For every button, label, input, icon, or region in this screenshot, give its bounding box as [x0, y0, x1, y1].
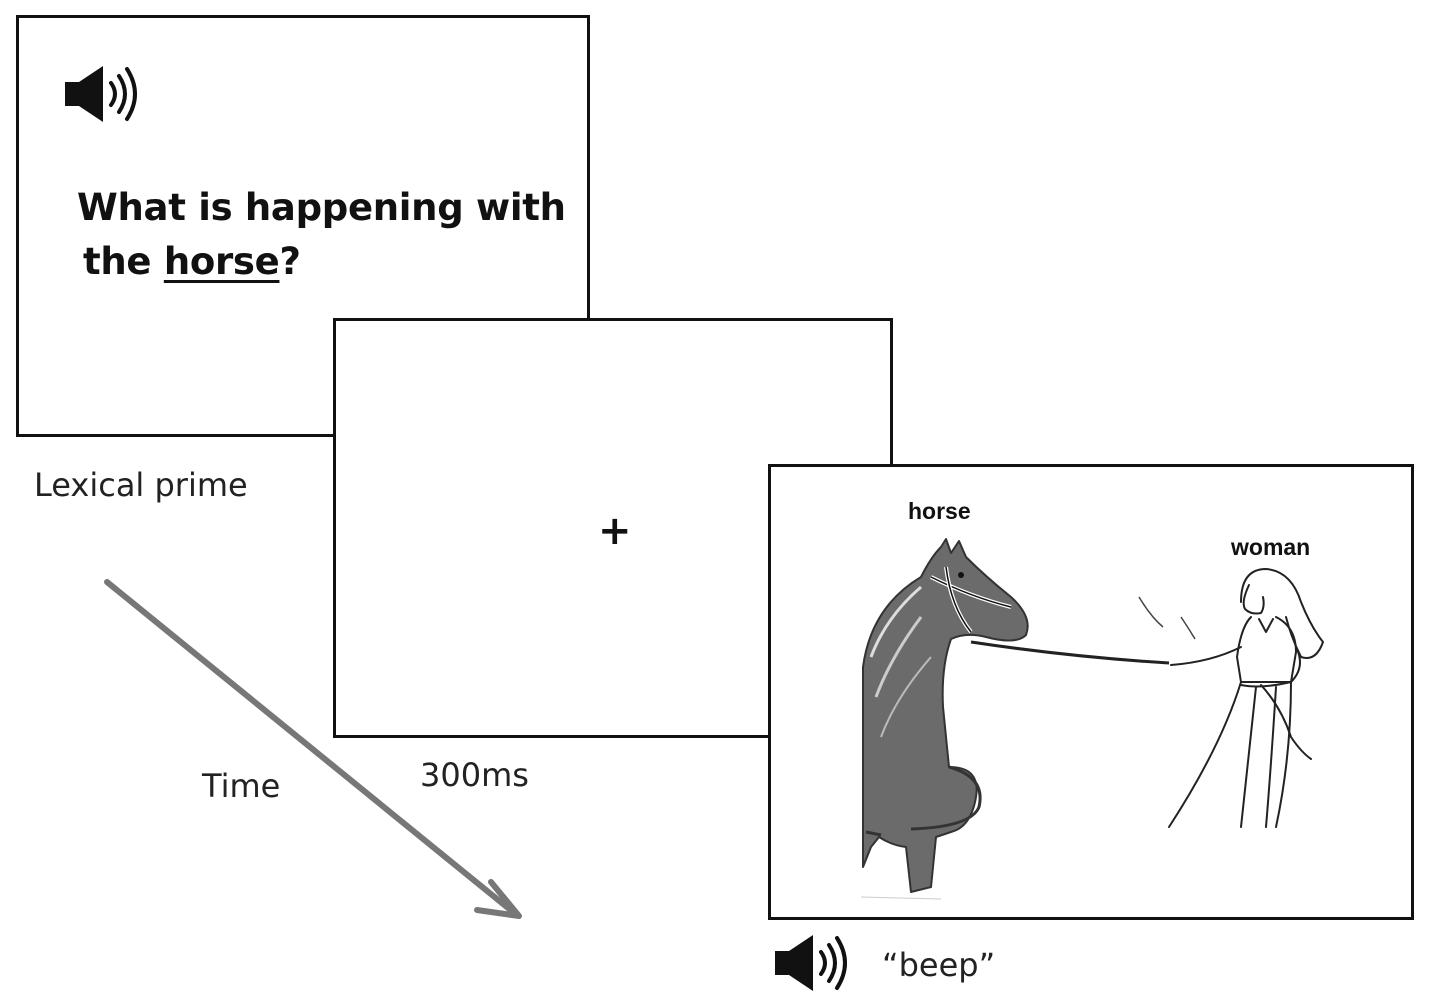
fixation-cross: +	[598, 508, 632, 554]
beep-label: “beep”	[882, 946, 996, 984]
scene-panel: horse woman	[768, 464, 1414, 920]
question-line-1: What is happening with	[77, 186, 566, 229]
lead-rope	[970, 640, 1170, 665]
question-line-2: the horse?	[83, 240, 301, 283]
horse-and-woman-drawing	[860, 538, 1324, 900]
time-arrow	[104, 579, 522, 919]
duration-label: 300ms	[420, 756, 529, 794]
speaker-icon	[65, 66, 137, 122]
speaker-icon	[775, 935, 847, 991]
woman-label: woman	[1231, 534, 1311, 560]
time-label: Time	[202, 767, 281, 805]
lexical-prime-panel: What is happening with the horse?	[16, 15, 590, 437]
question-line-2-suffix: ?	[279, 240, 301, 283]
woman-drawing	[1168, 568, 1324, 828]
lexical-prime-label: Lexical prime	[34, 466, 248, 504]
horse-label: horse	[908, 498, 971, 524]
question-keyword: horse	[163, 240, 280, 283]
question-line-2-prefix: the	[83, 240, 164, 283]
horse-drawing	[862, 538, 1029, 893]
